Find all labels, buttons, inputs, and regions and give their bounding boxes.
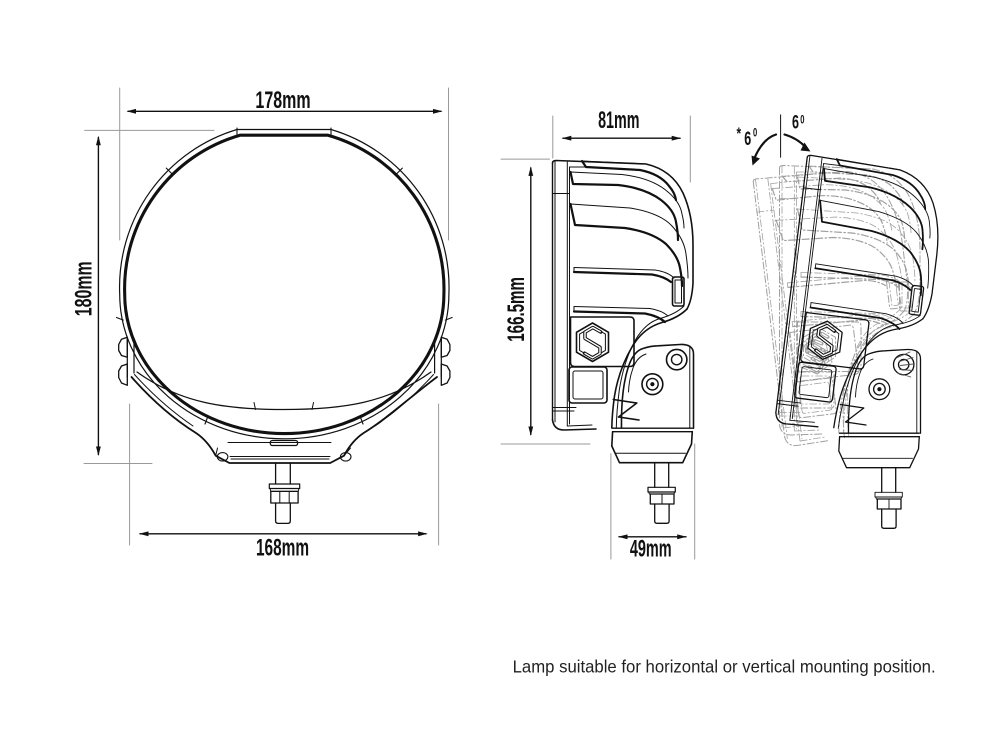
svg-text:6: 6 [744, 129, 751, 150]
svg-text:6: 6 [792, 112, 799, 133]
svg-text:49mm: 49mm [630, 536, 672, 563]
svg-text:180mm: 180mm [70, 261, 97, 316]
svg-text:81mm: 81mm [598, 107, 639, 134]
svg-text:Lamp suitable for horizontal o: Lamp suitable for horizontal or vertical… [513, 656, 936, 677]
svg-text:166.5mm: 166.5mm [504, 277, 530, 342]
svg-text:178mm: 178mm [255, 87, 310, 114]
svg-text:0: 0 [800, 114, 805, 127]
svg-text:0: 0 [753, 127, 758, 140]
svg-text:168mm: 168mm [256, 534, 309, 562]
svg-text:*: * [737, 125, 742, 144]
